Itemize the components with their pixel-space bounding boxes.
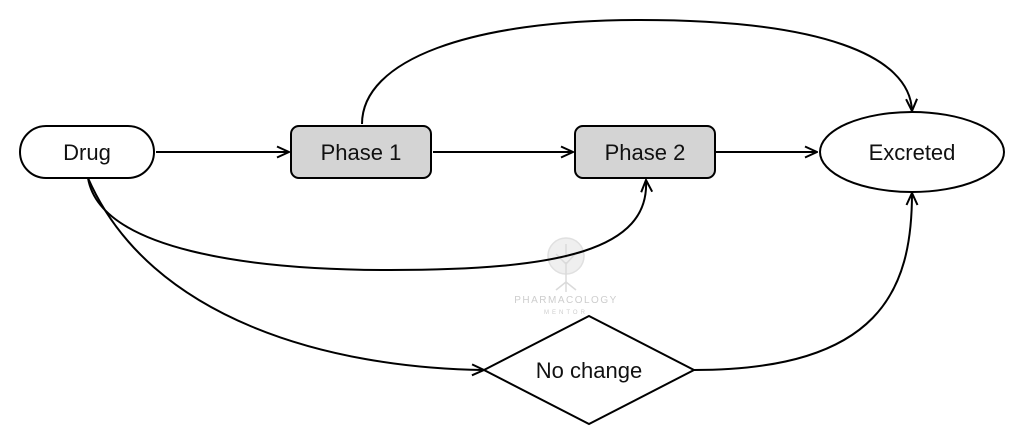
edge-phase1-to-excreted	[361, 18, 912, 125]
node-no-change: No change	[481, 314, 697, 426]
node-excreted: Excreted	[819, 111, 1005, 193]
edge-drug-to-no-change	[87, 177, 484, 370]
node-excreted-label: Excreted	[869, 140, 956, 165]
edge-no-change-to-excreted	[693, 193, 912, 371]
node-phase1-label: Phase 1	[321, 140, 402, 165]
watermark-line2: MENTOR	[544, 310, 588, 316]
edge-drug-to-phase2	[87, 177, 646, 272]
tree-icon	[547, 237, 585, 292]
watermark-line1: PHARMACOLOGY	[514, 295, 618, 306]
node-no-change-label: No change	[536, 358, 642, 383]
node-drug-label: Drug	[63, 140, 111, 165]
node-phase2: Phase 2	[574, 125, 716, 179]
node-drug: Drug	[19, 125, 155, 179]
node-phase1: Phase 1	[290, 125, 432, 179]
watermark-logo: PHARMACOLOGY MENTOR	[514, 237, 618, 316]
node-phase2-label: Phase 2	[605, 140, 686, 165]
